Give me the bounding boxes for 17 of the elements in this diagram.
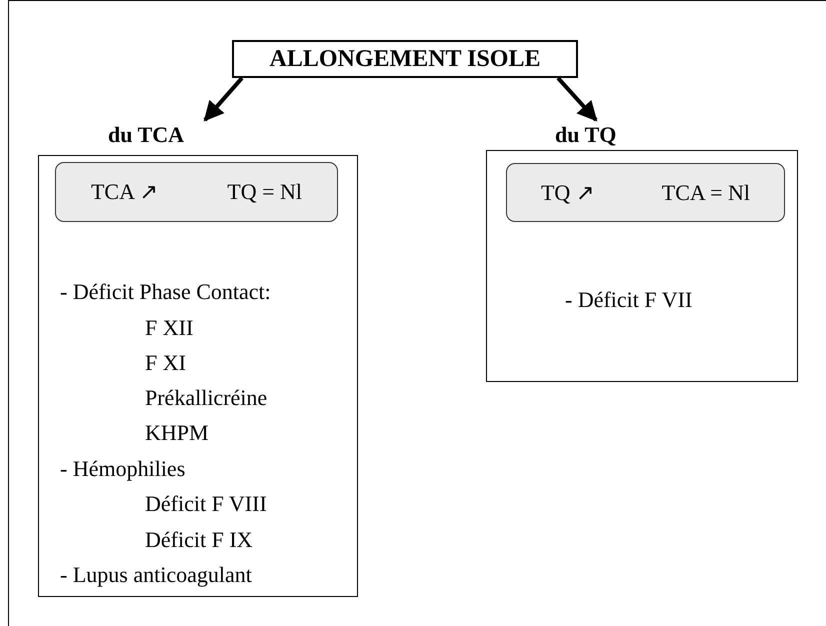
list-item: KHPM [145, 420, 209, 446]
result-box: TQ ↗ TCA = Nl [506, 163, 785, 222]
list-item: - Déficit F VII [565, 287, 692, 313]
list-item: F XII [145, 315, 194, 341]
list-item: F XI [145, 350, 186, 376]
title-box: ALLONGEMENT ISOLE [232, 40, 578, 78]
arrow [556, 76, 598, 122]
list-item: Déficit F VIII [145, 491, 267, 517]
list-item: Prékallicréine [145, 385, 268, 411]
arrow [204, 76, 244, 122]
list-item: - Déficit Phase Contact: [60, 279, 271, 305]
list-item: - Lupus anticoagulant [60, 562, 252, 588]
list-item: Déficit F IX [145, 527, 253, 553]
result-box: TCA ↗ TQ = Nl [55, 162, 338, 222]
panel-heading: du TCA [108, 122, 184, 148]
list-item: - Hémophilies [60, 456, 186, 482]
panel-heading: du TQ [555, 122, 616, 148]
